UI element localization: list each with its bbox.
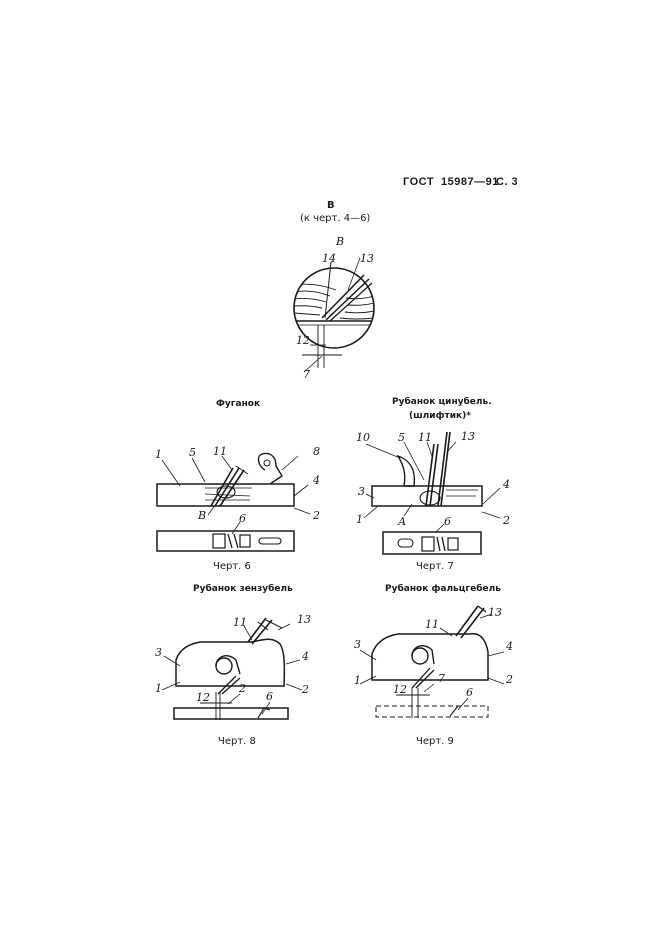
- zenzubel-labels: 11 13 3 4 1 2 12 2 6: [155, 613, 311, 704]
- zenzubel-label-11: 11: [233, 616, 247, 629]
- detail-b-subtitle: (к черт. 4—6): [300, 213, 371, 224]
- cinubel-caption-line1: Рубанок цинубель.: [392, 397, 492, 407]
- falcgebel-label-7: 7: [438, 672, 445, 685]
- cinubel-caption-line2: (шлифтик)*: [409, 411, 471, 421]
- label-13: 13: [360, 252, 374, 265]
- fuganok-label-6: 6: [239, 512, 246, 525]
- detail-b-view-label: В: [335, 235, 344, 248]
- label-7: 7: [303, 368, 310, 381]
- cinubel-label-13: 13: [461, 430, 475, 443]
- fuganok-label-8: 8: [313, 445, 320, 458]
- fuganok-label-4: 4: [312, 474, 320, 487]
- zenzubel-label-1: 1: [155, 682, 162, 695]
- falcgebel-drawing: [359, 605, 505, 718]
- cinubel-label-10: 10: [356, 431, 370, 444]
- zenzubel-label-4: 4: [301, 650, 309, 663]
- cinubel-label-a: А: [397, 515, 406, 528]
- zenzubel-label-12: 12: [196, 691, 210, 704]
- fuganok-caption: Фуганок: [216, 399, 261, 409]
- fuganok-label-1: 1: [155, 448, 162, 461]
- cinubel-labels: 10 5 11 13 3 4 1 А 6 2: [356, 430, 510, 528]
- fuganok-label-11: 11: [213, 445, 227, 458]
- zenzubel-caption: Рубанок зензубель: [193, 584, 293, 594]
- falcgebel-label-13: 13: [488, 606, 502, 619]
- cinubel-label-2: 2: [502, 514, 510, 527]
- detail-b-title: В: [327, 200, 335, 211]
- fuganok-label-5: 5: [189, 446, 196, 459]
- cinubel-label-5: 5: [398, 431, 405, 444]
- falcgebel-caption: Рубанок фальцгебель: [385, 584, 501, 594]
- falcgebel-label-4: 4: [505, 640, 513, 653]
- cinubel-drawing: [363, 431, 501, 555]
- gost-label: ГОСТ: [403, 176, 435, 188]
- cinubel-label-1: 1: [356, 513, 363, 526]
- cinubel-chert: Черт. 7: [416, 561, 454, 572]
- zenzubel-label-6: 6: [266, 690, 273, 703]
- cinubel-label-4: 4: [502, 478, 510, 491]
- cinubel-label-3: 3: [358, 485, 365, 498]
- label-14: 14: [322, 252, 336, 265]
- zenzubel-label-13: 13: [297, 613, 311, 626]
- label-12: 12: [296, 334, 310, 347]
- falcgebel-label-3: 3: [354, 638, 361, 651]
- fuganok-label-2: 2: [312, 509, 320, 522]
- falcgebel-labels: 11 13 3 4 1 2 12 7 6: [354, 606, 513, 699]
- falcgebel-label-2: 2: [505, 673, 513, 686]
- falcgebel-chert: Черт. 9: [416, 736, 454, 747]
- zenzubel-label-3: 3: [155, 646, 162, 659]
- falcgebel-label-1: 1: [354, 674, 361, 687]
- cinubel-label-11: 11: [418, 431, 432, 444]
- fuganok-drawing: [156, 452, 311, 552]
- zenzubel-label-2: 2: [301, 683, 309, 696]
- fuganok-label-b: В: [197, 509, 206, 522]
- falcgebel-label-6: 6: [466, 686, 473, 699]
- gost-number: 15987—91: [441, 176, 499, 188]
- falcgebel-label-12: 12: [393, 683, 407, 696]
- page-number: С. 3: [496, 176, 519, 188]
- zenzubel-chert: Черт. 8: [218, 736, 256, 747]
- fuganok-chert: Черт. 6: [213, 561, 251, 572]
- detail-b-drawing: [293, 257, 375, 373]
- fuganok-labels: 1 5 11 8 4 В 6 2: [155, 445, 320, 525]
- cinubel-label-6: 6: [444, 515, 451, 528]
- zenzubel-label-2b: 2: [238, 682, 246, 695]
- falcgebel-label-11: 11: [425, 618, 439, 631]
- zenzubel-drawing: [161, 617, 303, 720]
- detail-b-labels: В 14 13 12 7: [296, 235, 374, 381]
